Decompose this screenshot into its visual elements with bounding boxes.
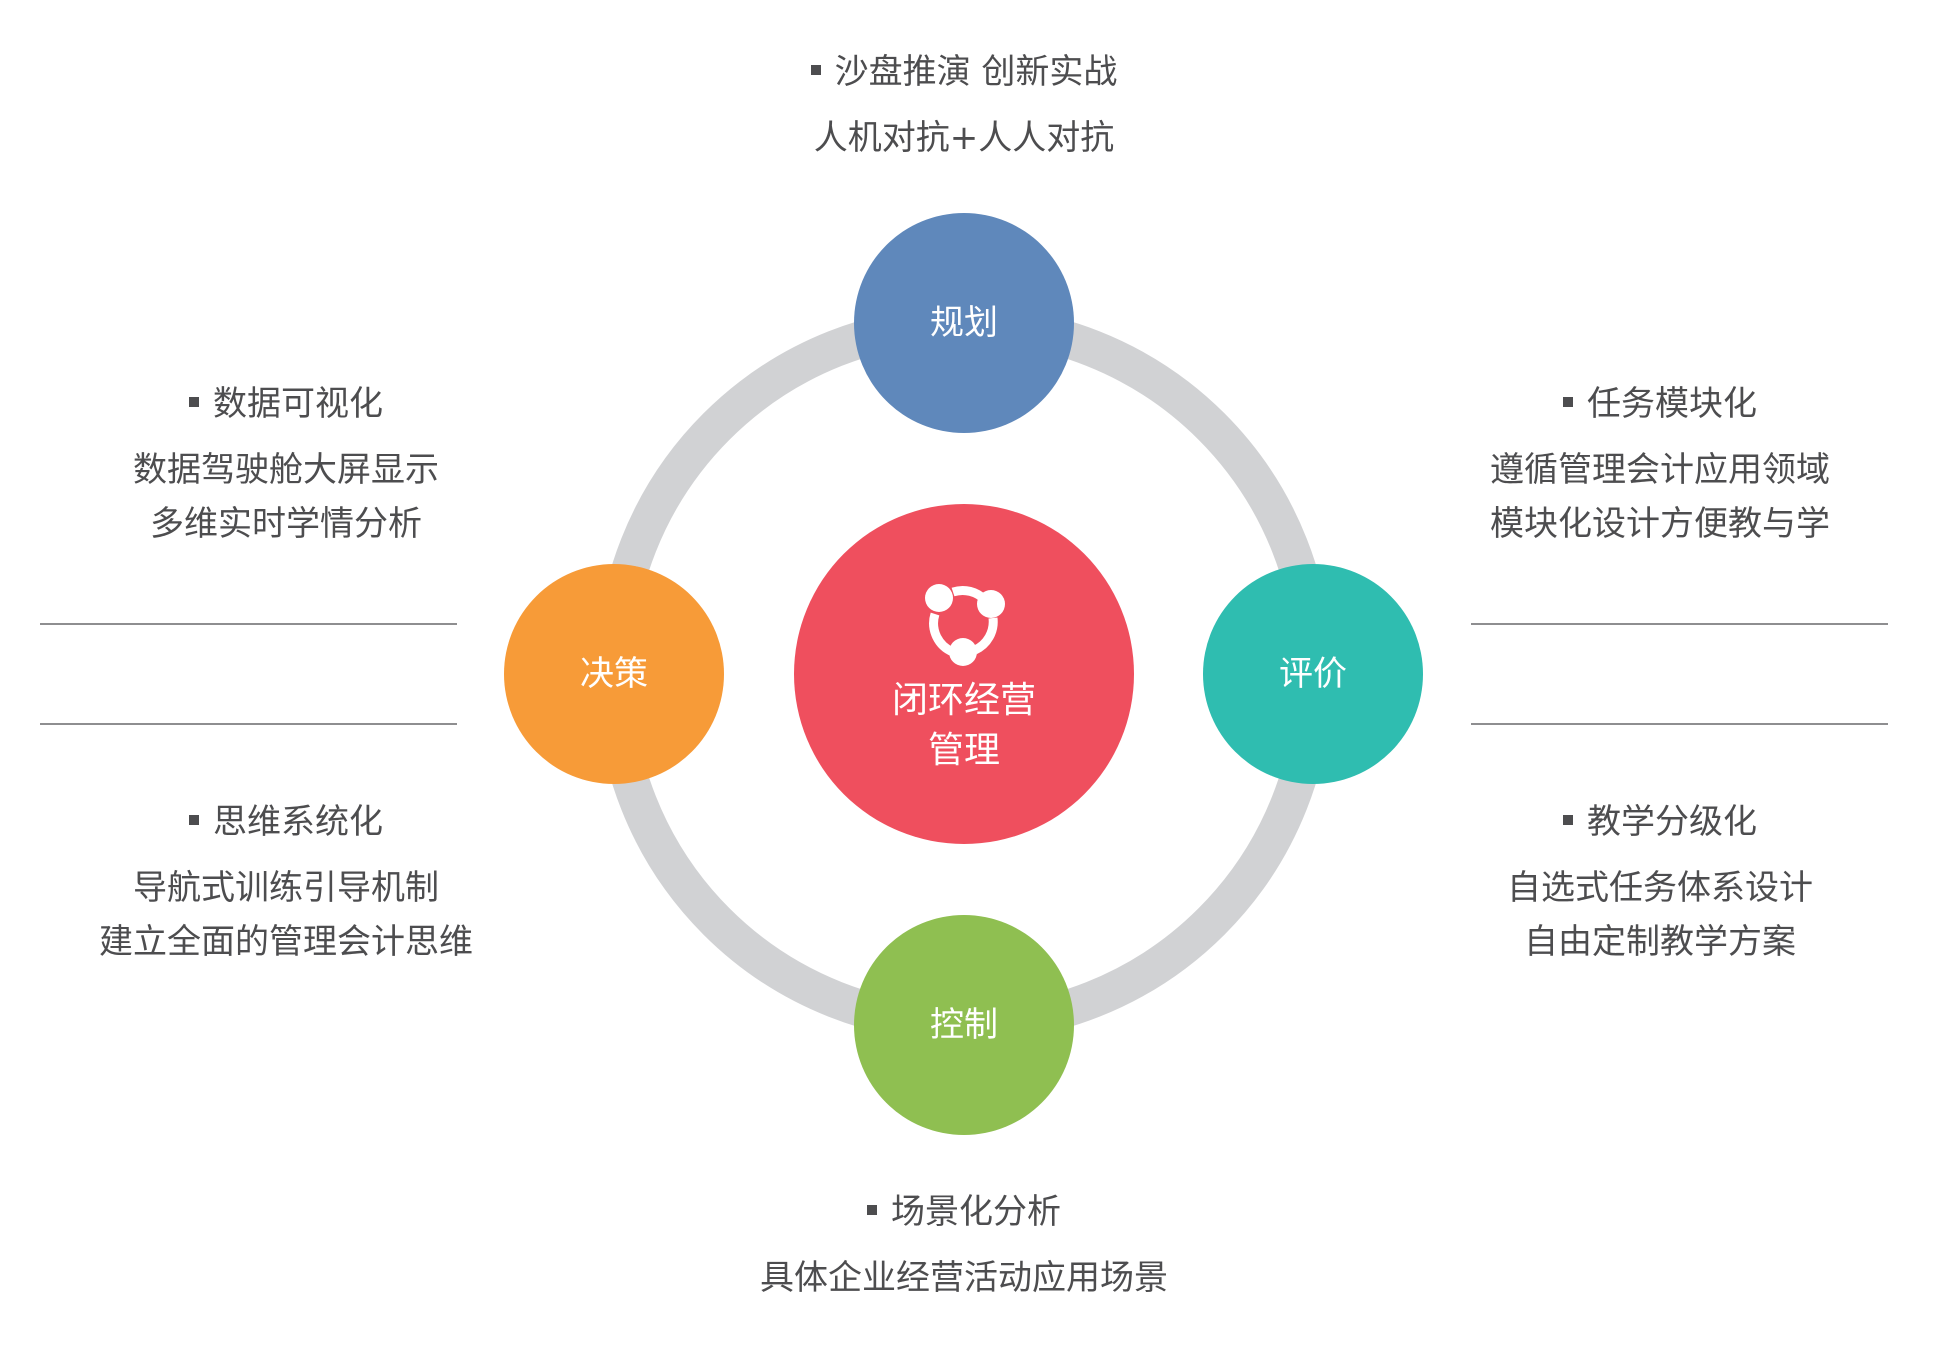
feature-top: 沙盘推演 创新实战 人机对抗+人人对抗 — [664, 45, 1264, 165]
feature-line: 自选式任务体系设计 — [1507, 868, 1813, 908]
cycle-icon — [925, 584, 1005, 666]
feature-right-bottom: 教学分级化 自选式任务体系设计 自由定制教学方案 — [1360, 795, 1933, 969]
feature-line: 人机对抗+人人对抗 — [813, 118, 1115, 158]
node-circle-decision — [504, 564, 724, 784]
feature-line: 建立全面的管理会计思维 — [99, 922, 473, 962]
bullet-icon — [867, 1204, 877, 1215]
feature-title: 场景化分析 — [891, 1192, 1061, 1232]
center-label: 闭环经营 管理 — [814, 676, 1114, 776]
center-circle — [794, 504, 1134, 844]
node-circle-plan — [854, 213, 1074, 433]
feature-title: 数据可视化 — [213, 384, 383, 424]
feature-title: 思维系统化 — [213, 802, 383, 842]
center-label-line1: 闭环经营 — [891, 680, 1036, 721]
bullet-icon — [810, 64, 821, 75]
feature-left-bottom: 思维系统化 导航式训练引导机制 建立全面的管理会计思维 — [0, 795, 586, 969]
feature-left-top: 数据可视化 数据驾驶舱大屏显示 多维实时学情分析 — [0, 377, 586, 551]
feature-line: 多维实时学情分析 — [150, 504, 422, 544]
feature-title: 沙盘推演 创新实战 — [834, 52, 1118, 92]
feature-line: 具体企业经营活动应用场景 — [760, 1258, 1168, 1298]
bullet-icon — [189, 396, 199, 407]
node-label-control: 控制 — [930, 1005, 998, 1045]
feature-bottom: 场景化分析 具体企业经营活动应用场景 — [664, 1185, 1264, 1305]
feature-line: 遵循管理会计应用领域 — [1490, 450, 1830, 490]
feature-line: 导航式训练引导机制 — [133, 868, 439, 908]
node-label-evaluation: 评价 — [1279, 654, 1347, 694]
bullet-icon — [1563, 814, 1573, 825]
divider-left-bottom — [40, 723, 457, 725]
feature-line: 数据驾驶舱大屏显示 — [133, 450, 439, 490]
feature-right-top: 任务模块化 遵循管理会计应用领域 模块化设计方便教与学 — [1360, 377, 1933, 551]
center-label-line2: 管理 — [927, 730, 1000, 771]
node-label-decision: 决策 — [580, 654, 648, 694]
node-label-plan: 规划 — [930, 303, 998, 343]
feature-title: 教学分级化 — [1587, 802, 1757, 842]
feature-line: 自由定制教学方案 — [1524, 922, 1796, 962]
divider-right-top — [1471, 623, 1888, 625]
bullet-icon — [189, 814, 199, 825]
bullet-icon — [1563, 396, 1573, 407]
divider-right-bottom — [1471, 723, 1888, 725]
feature-line: 模块化设计方便教与学 — [1490, 504, 1830, 544]
node-circle-control — [854, 915, 1074, 1135]
divider-left-top — [40, 623, 457, 625]
feature-title: 任务模块化 — [1587, 384, 1757, 424]
node-circle-evaluation — [1203, 564, 1423, 784]
